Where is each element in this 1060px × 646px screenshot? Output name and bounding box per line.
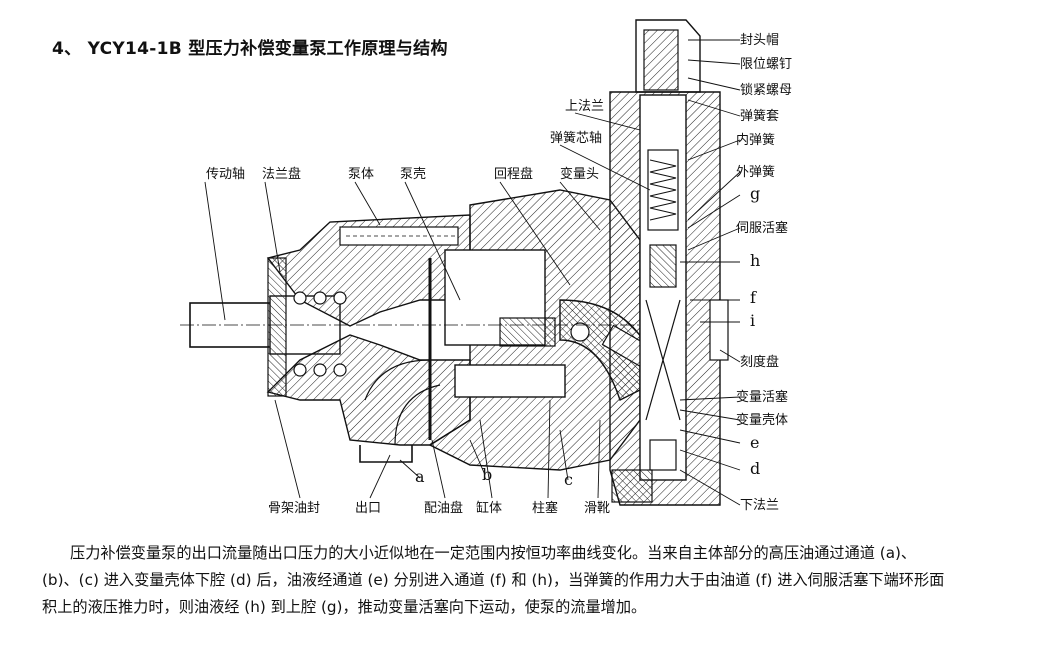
label-variable-head: 变量头	[560, 166, 599, 182]
label-lower-flange: 下法兰	[740, 498, 779, 513]
label-inner-spring: 内弹簧	[736, 132, 775, 148]
label-i: i	[750, 311, 755, 330]
label-c: c	[564, 470, 573, 489]
label-variable-piston: 变量活塞	[736, 389, 788, 405]
description-paragraph: 压力补偿变量泵的出口流量随出口压力的大小近似地在一定范围内按恒功率曲线变化。当来…	[42, 540, 1027, 621]
label-upper-flange: 上法兰	[565, 99, 604, 114]
variable-mechanism	[609, 19, 729, 506]
description-line-2: (b)、(c) 进入变量壳体下腔 (d) 后，油液经通道 (e) 分别进入通道 …	[42, 571, 945, 589]
label-e: e	[750, 433, 759, 452]
description-line-3: 积上的液压推力时，则油液经 (h) 到上腔 (g)，推动变量活塞向下运动，使泵的…	[42, 598, 647, 616]
label-return-plate: 回程盘	[494, 166, 533, 182]
label-pump-shell: 泵壳	[400, 167, 426, 182]
label-variable-housing: 变量壳体	[736, 412, 788, 428]
label-g: g	[750, 184, 760, 203]
label-outer-spring: 外弹簧	[736, 164, 775, 180]
label-f: f	[750, 288, 757, 307]
label-h: h	[750, 251, 760, 270]
label-lock-nut: 锁紧螺母	[740, 82, 792, 98]
label-b: b	[482, 465, 492, 484]
label-a: a	[415, 467, 425, 486]
page-title: 4、 YCY14-1B 型压力补偿变量泵工作原理与结构	[52, 39, 448, 59]
label-skeleton-seal: 骨架油封	[268, 501, 320, 516]
label-drive-shaft: 传动轴	[206, 167, 245, 182]
label-flange-plate: 法兰盘	[262, 166, 301, 182]
label-limit-screw: 限位螺钉	[740, 57, 792, 72]
label-outlet: 出口	[355, 501, 381, 516]
description-line-1: 压力补偿变量泵的出口流量随出口压力的大小近似地在一定范围内按恒功率曲线变化。当来…	[70, 544, 917, 562]
pump-shell	[428, 189, 641, 471]
leader-lines	[204, 39, 741, 506]
label-valve-plate: 配油盘	[424, 500, 463, 516]
label-seal-cap: 封头帽	[740, 32, 779, 48]
pump-cross-section-diagram: 传动轴 法兰盘 泵体 泵壳 回程盘 变量头 封头帽 限位螺钉 锁紧螺母 上法兰 …	[180, 19, 792, 516]
label-servo-piston: 伺服活塞	[736, 220, 788, 236]
label-d: d	[750, 459, 760, 478]
label-spring-sleeve: 弹簧套	[740, 108, 779, 124]
bearings	[293, 291, 347, 377]
label-plunger: 柱塞	[532, 500, 558, 516]
label-spring-core-shaft: 弹簧芯轴	[550, 130, 602, 146]
label-slipper: 滑靴	[584, 501, 610, 516]
label-pump-body: 泵体	[348, 167, 374, 182]
label-dial: 刻度盘	[740, 354, 779, 370]
label-cylinder: 缸体	[476, 500, 502, 516]
